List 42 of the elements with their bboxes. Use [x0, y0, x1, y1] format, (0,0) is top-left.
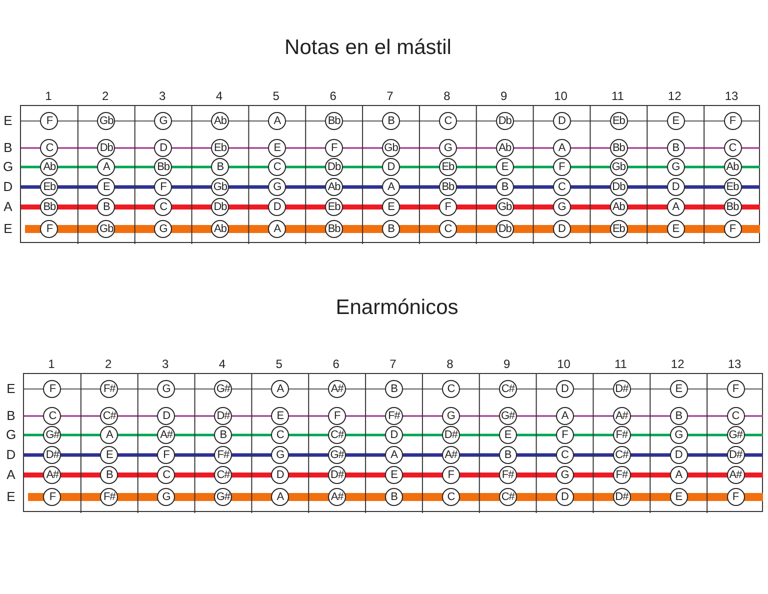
fretboard [20, 105, 760, 243]
fret-number: 11 [611, 90, 624, 102]
string-name: A [6, 468, 16, 481]
fret-number: 12 [668, 90, 682, 102]
fret-number: 6 [332, 358, 340, 370]
string-name: E [4, 222, 12, 235]
fret-number: 5 [276, 358, 282, 370]
fret-number: 9 [500, 90, 508, 102]
string-name: G [6, 428, 16, 441]
section-heading: Enarmónicos [336, 295, 458, 321]
string-name: G [2, 160, 14, 173]
fret-number: 13 [728, 358, 742, 370]
string-name: A [4, 200, 12, 213]
fret-number: 1 [45, 90, 52, 102]
fret-number: 3 [158, 90, 166, 102]
fret-number: 11 [614, 358, 627, 370]
string-name: E [6, 382, 16, 395]
fret-number: 9 [504, 358, 510, 370]
fret-number: 10 [557, 358, 570, 370]
fret-number: 5 [272, 90, 280, 102]
string-name: D [6, 448, 16, 461]
fret-number: 2 [102, 90, 109, 102]
fretboard [23, 373, 763, 512]
fret-number: 4 [218, 358, 226, 370]
fret-number: 13 [724, 90, 738, 102]
fret-number: 6 [330, 90, 336, 102]
fret-number: 7 [386, 90, 394, 102]
string-name: B [6, 409, 16, 422]
fret-number: 12 [670, 358, 684, 370]
string-name: B [4, 141, 12, 154]
fret-number: 3 [162, 358, 169, 370]
string-name: E [6, 490, 16, 503]
string-name: D [3, 180, 13, 193]
fret-number: 1 [48, 358, 55, 370]
fret-number: 7 [390, 358, 396, 370]
fret-number: 4 [216, 90, 223, 102]
fret-number: 2 [105, 358, 112, 370]
fret-number: 10 [554, 90, 568, 102]
fret-number: 8 [444, 90, 450, 102]
diagram-title: Notas en el mástil [284, 35, 452, 61]
string-name: E [4, 114, 12, 127]
fret-number: 8 [446, 358, 454, 370]
